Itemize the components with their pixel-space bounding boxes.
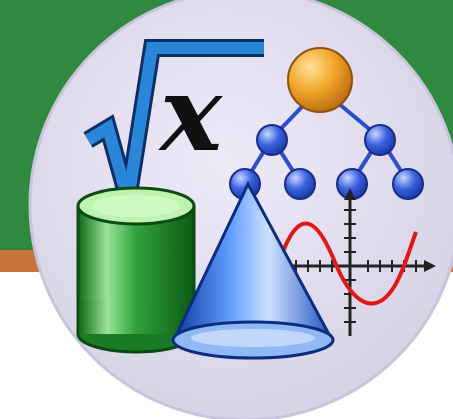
tree-node [364,124,396,156]
tree-diagram-icon [229,47,424,200]
x-axis-arrow-icon [424,260,436,272]
tree-leaf-node [284,168,316,200]
y-axis-arrow-icon [344,188,356,200]
tree-root-node [287,47,353,113]
variable-x-symbol: x [158,52,223,175]
sine-graph-icon [272,188,436,336]
tree-leaf-node [392,168,424,200]
sine-curve [276,221,418,306]
cylinder-icon [76,186,196,354]
cone-icon [171,180,335,360]
tree-node [256,124,288,156]
